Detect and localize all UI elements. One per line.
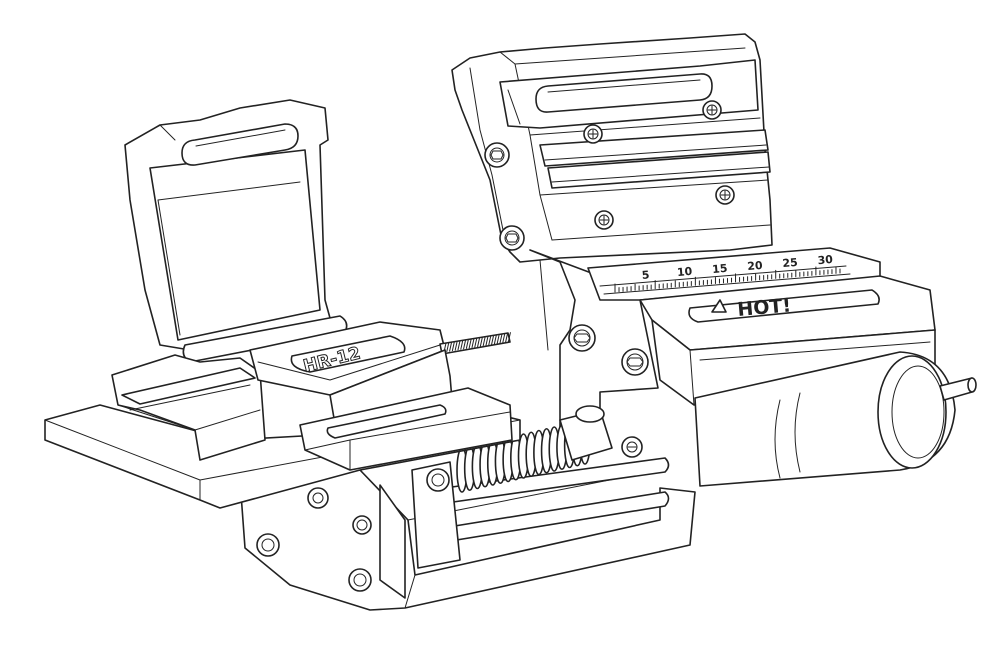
fiber-strand bbox=[468, 338, 472, 349]
fiber-strand bbox=[507, 332, 511, 343]
motor-cylinder bbox=[694, 351, 977, 487]
fiber-strand bbox=[446, 342, 450, 353]
hex-bolt-icon bbox=[568, 324, 596, 352]
fiber-strand bbox=[454, 340, 458, 351]
screw-icon bbox=[594, 210, 614, 230]
fiber-strand bbox=[491, 334, 495, 345]
fiber-strand bbox=[479, 336, 483, 347]
fiber-strand bbox=[493, 334, 497, 345]
measurement-scale: 5 10 15 20 25 30 bbox=[614, 253, 841, 293]
fiber-strand bbox=[471, 338, 475, 348]
fiber-strand bbox=[463, 339, 467, 350]
fiber-strand bbox=[449, 341, 453, 352]
base-channel bbox=[239, 405, 696, 611]
fiber-strand bbox=[505, 332, 509, 343]
fiber-strand bbox=[488, 335, 492, 346]
fiber-strand bbox=[457, 340, 461, 351]
hot-label: HOT! bbox=[737, 294, 792, 321]
hex-bolt-icon bbox=[352, 515, 372, 535]
screw-icon bbox=[621, 436, 643, 458]
hex-bolt-icon bbox=[307, 487, 329, 509]
fiber-strand bbox=[499, 333, 503, 344]
fiber-brush bbox=[439, 332, 511, 355]
hex-bolt-icon bbox=[499, 225, 525, 251]
hex-bolt-icon bbox=[256, 533, 280, 557]
hex-bolt-icon bbox=[621, 348, 649, 376]
scale-number: 5 bbox=[641, 268, 650, 282]
fiber-strand bbox=[502, 333, 506, 344]
right-clamp-block bbox=[451, 33, 773, 263]
scale-number: 20 bbox=[747, 259, 764, 273]
hex-bolt-icon bbox=[484, 142, 510, 168]
fiber-strand bbox=[477, 337, 481, 348]
fiber-strand bbox=[465, 338, 469, 349]
scale-number: 30 bbox=[817, 253, 834, 267]
hex-bolt-icon bbox=[348, 568, 372, 592]
screw-icon bbox=[583, 124, 603, 144]
scale-number: 25 bbox=[782, 256, 798, 270]
hex-bolt-icon bbox=[426, 468, 450, 492]
fiber-strand bbox=[460, 339, 464, 350]
fiber-strand bbox=[474, 337, 478, 348]
warning-triangle-icon bbox=[711, 299, 727, 313]
fiber-strand bbox=[451, 341, 455, 352]
scale-number: 10 bbox=[676, 265, 693, 279]
fiber-strand bbox=[496, 333, 500, 344]
scale-number: 15 bbox=[712, 262, 728, 276]
left-holder-assembly: HR-12 bbox=[44, 99, 521, 509]
fiber-strand bbox=[485, 335, 489, 346]
screw-icon bbox=[715, 185, 735, 205]
screw-icon bbox=[702, 100, 722, 120]
fiber-strand bbox=[482, 336, 486, 347]
